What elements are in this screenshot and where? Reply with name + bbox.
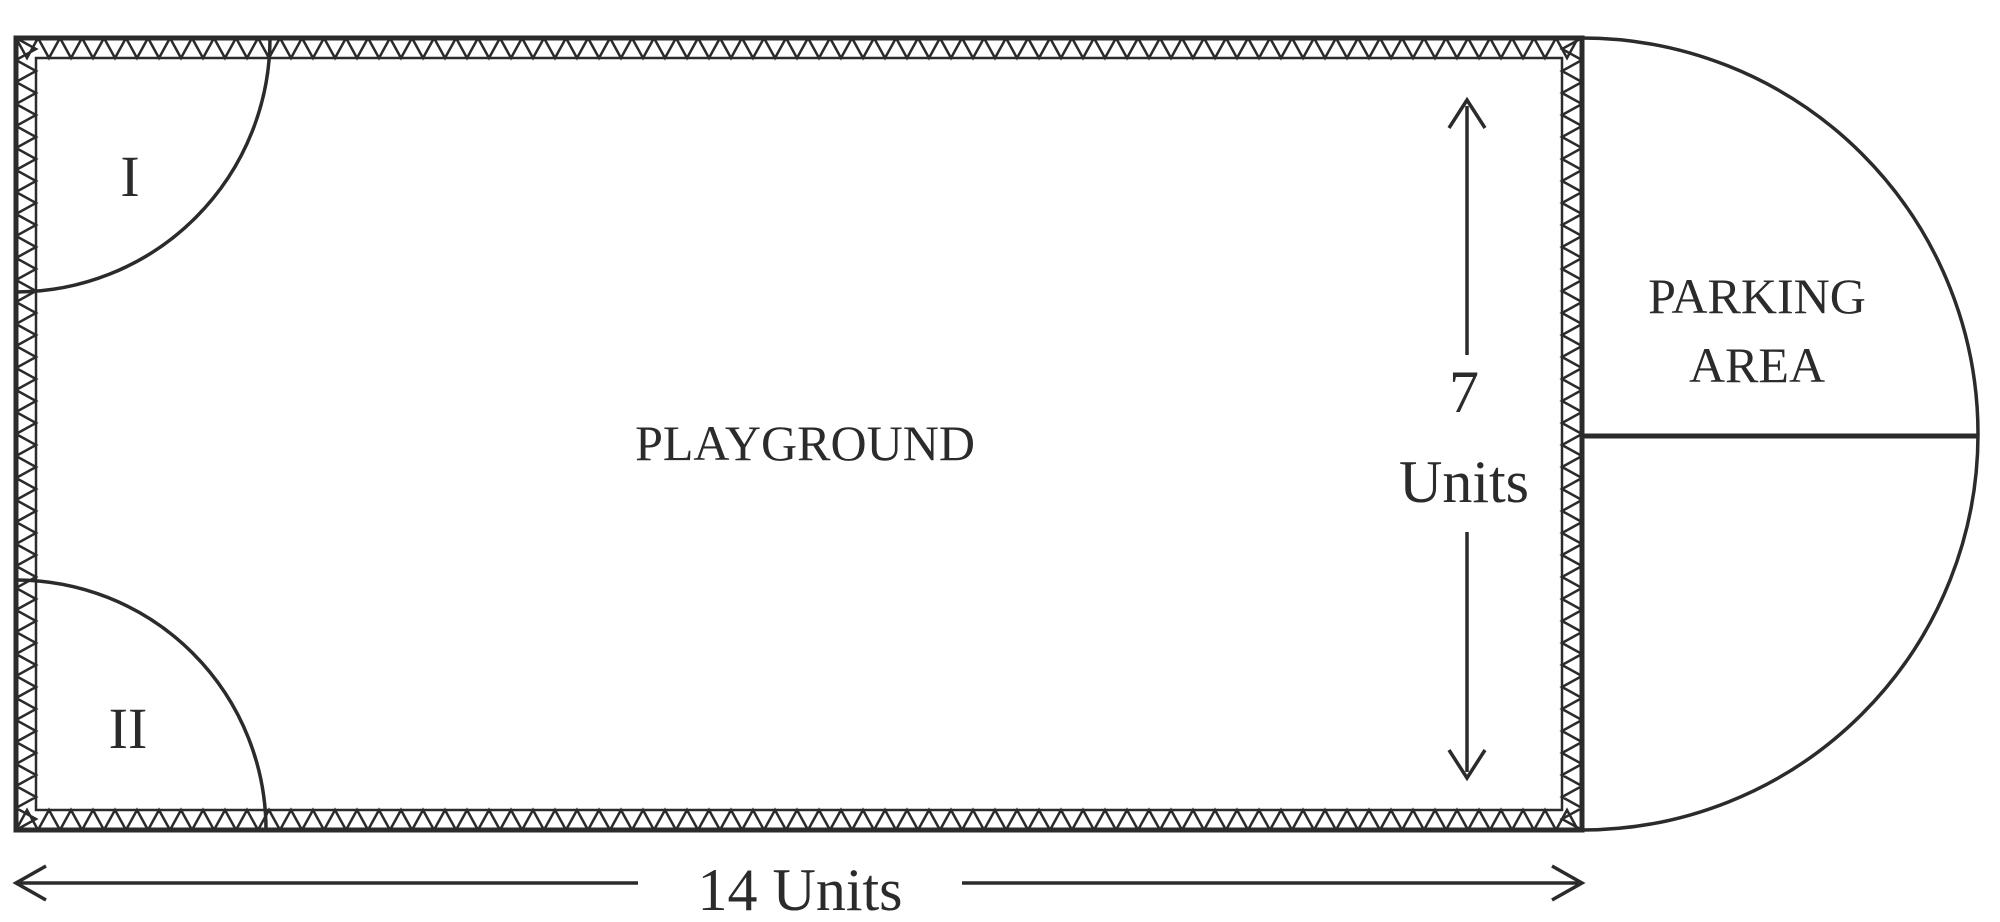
height-label-background xyxy=(1398,362,1538,522)
width-arrow-left-head xyxy=(12,864,47,902)
fence-top-zigzag xyxy=(14,35,1580,61)
width-dimension-label: 14 Units xyxy=(697,857,902,922)
height-arrow-up-head xyxy=(1447,96,1487,129)
playground-label: PLAYGROUND xyxy=(635,415,975,471)
parking-label-line1: PARKING xyxy=(1648,268,1866,324)
corner-label-ii: II xyxy=(109,696,148,761)
corner-label-i: I xyxy=(120,144,139,209)
height-unit-label: Units xyxy=(1399,449,1529,515)
quarter-circle-i xyxy=(15,37,272,294)
fence-right-zigzag xyxy=(1559,36,1585,832)
height-value-label: 7 xyxy=(1449,359,1479,425)
playground-inner-border xyxy=(34,56,1564,812)
quarter-circle-ii xyxy=(15,578,268,831)
fence-left-zigzag xyxy=(13,36,39,832)
width-arrow-right-head xyxy=(1551,864,1586,902)
parking-label-line2: AREA xyxy=(1689,337,1825,393)
fence-bottom-zigzag xyxy=(14,807,1580,833)
height-arrow-down-head xyxy=(1447,749,1487,782)
